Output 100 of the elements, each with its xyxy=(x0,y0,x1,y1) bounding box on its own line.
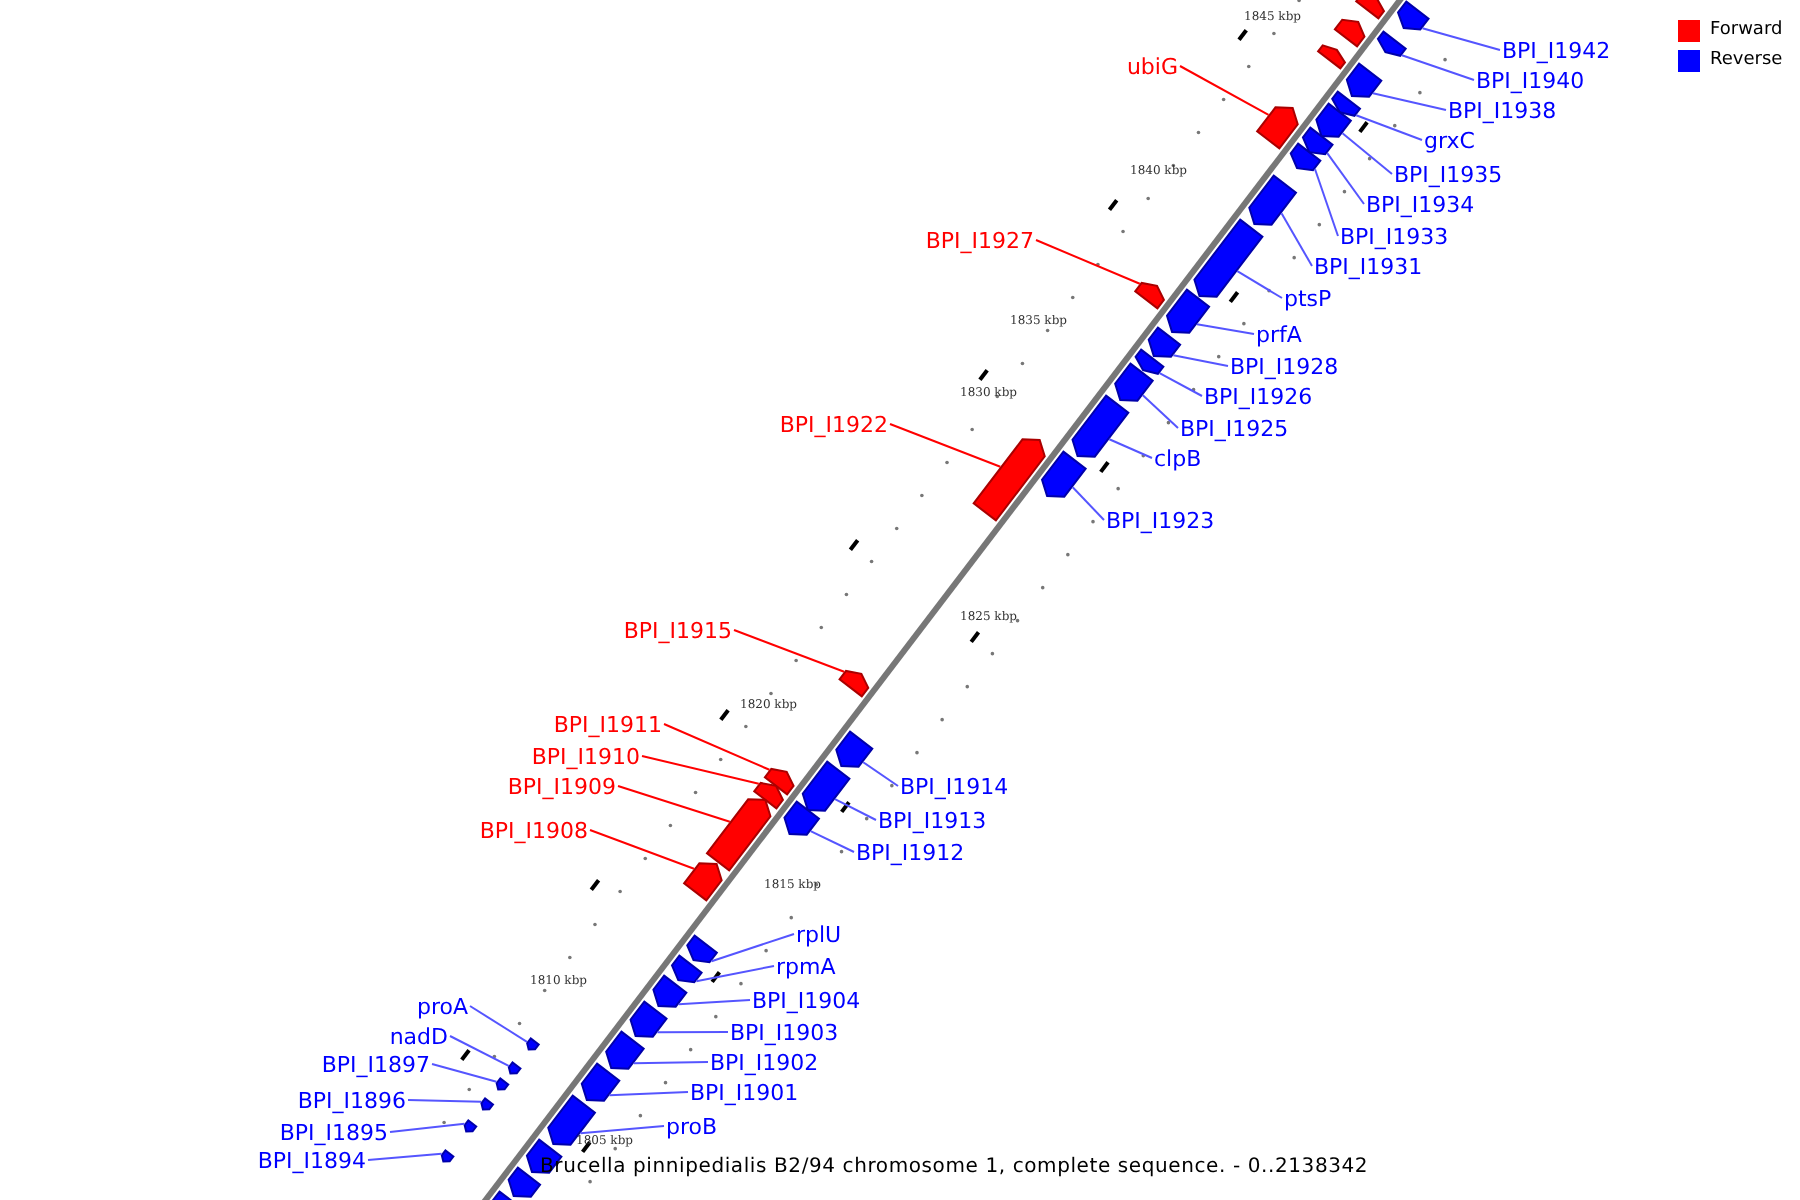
gene-feature xyxy=(670,954,703,984)
leader-line xyxy=(1326,152,1365,205)
gene-label: BPI_I1910 xyxy=(531,743,640,769)
gene-feature xyxy=(1255,106,1299,150)
gene-label: proA xyxy=(416,993,468,1019)
gene-feature xyxy=(1133,281,1166,310)
gene-label: BPI_I1935 xyxy=(1394,161,1503,187)
leader-line xyxy=(1236,270,1283,299)
leader-line xyxy=(367,1152,443,1161)
gene-label: BPI_I1911 xyxy=(553,711,662,737)
gene-label: ptsP xyxy=(1284,285,1332,311)
gene-feature xyxy=(763,767,795,796)
gene-label: BPI_I1895 xyxy=(279,1119,388,1145)
leader-line xyxy=(656,1031,729,1034)
gene-feature xyxy=(783,800,821,836)
gene-label: BPI_I1933 xyxy=(1340,223,1449,249)
gene-label: BPI_I1904 xyxy=(752,987,861,1013)
leader-line xyxy=(695,965,775,983)
gene-feature xyxy=(1165,288,1211,334)
leader-line xyxy=(1371,92,1447,111)
gene-label: nadD xyxy=(389,1023,448,1049)
leader-line xyxy=(608,1091,689,1097)
leader-line xyxy=(632,1061,709,1065)
gene-label: BPI_I1940 xyxy=(1476,67,1585,93)
gene-label: BPI_I1913 xyxy=(878,807,987,833)
leader-line xyxy=(834,798,877,821)
gene-label: BPI_I1923 xyxy=(1106,507,1215,533)
gene-label: BPI_I1927 xyxy=(925,227,1034,253)
gene-feature xyxy=(629,1000,668,1038)
gene-label: BPI_I1897 xyxy=(321,1051,430,1077)
gene-feature xyxy=(1301,126,1334,156)
gene-label: rpmA xyxy=(776,953,836,979)
gene-feature xyxy=(1147,326,1182,358)
gene-feature xyxy=(1376,30,1408,57)
gene-label: grxC xyxy=(1424,127,1475,153)
gene-label: BPI_I1931 xyxy=(1314,253,1423,279)
leader-line xyxy=(617,785,731,823)
gene-label: BPI_I1902 xyxy=(710,1049,819,1075)
gene-feature xyxy=(801,760,851,812)
leader-line xyxy=(589,829,695,870)
leader-line xyxy=(889,423,1002,468)
gene-feature xyxy=(1289,142,1322,172)
gene-feature xyxy=(835,730,874,768)
gene-feature xyxy=(526,1037,541,1051)
gene-feature xyxy=(1331,90,1362,117)
gene-feature xyxy=(1333,18,1366,48)
gene-feature xyxy=(1316,44,1347,70)
gene-label: BPI_I1912 xyxy=(856,839,965,865)
leader-line xyxy=(1195,323,1255,335)
leader-line xyxy=(469,1005,528,1043)
leader-line xyxy=(1421,27,1501,51)
gene-feature xyxy=(705,798,772,872)
leader-line xyxy=(389,1122,466,1133)
leader-line xyxy=(1355,114,1423,141)
leader-line xyxy=(579,1125,665,1135)
leader-line xyxy=(1071,486,1105,521)
gene-label: clpB xyxy=(1154,445,1202,471)
gene-label: BPI_I1908 xyxy=(479,817,588,843)
gene-feature xyxy=(1396,0,1430,31)
leader-line xyxy=(1172,354,1229,367)
gene-feature xyxy=(1345,62,1383,98)
leader-line xyxy=(862,761,899,787)
gene-feature xyxy=(1248,174,1298,226)
gene-feature xyxy=(752,781,785,810)
gene-feature xyxy=(1114,362,1155,402)
leader-line xyxy=(1035,239,1141,285)
gene-feature xyxy=(480,1097,495,1111)
leader-line xyxy=(431,1063,498,1083)
leader-line xyxy=(733,629,846,673)
leader-line xyxy=(1141,394,1179,429)
gene-feature xyxy=(1354,0,1386,20)
gene-label: BPI_I1915 xyxy=(623,617,732,643)
gene-feature xyxy=(1040,450,1088,498)
gene-feature xyxy=(652,974,688,1008)
leader-line xyxy=(1158,372,1203,397)
leader-line xyxy=(677,999,751,1006)
gene-label: BPI_I1942 xyxy=(1502,37,1611,63)
leader-line xyxy=(1400,54,1475,81)
gene-feature xyxy=(682,862,723,902)
gene-feature xyxy=(972,438,1046,522)
gene-label: BPI_I1903 xyxy=(730,1019,839,1045)
gene-feature xyxy=(580,1062,621,1102)
leader-line xyxy=(1341,132,1393,175)
leader-line xyxy=(1108,438,1153,459)
leader-line xyxy=(407,1099,483,1103)
gene-label: BPI_I1901 xyxy=(690,1079,799,1105)
gene-feature xyxy=(686,934,719,964)
leader-line xyxy=(809,830,855,853)
gene-feature xyxy=(1071,394,1130,458)
leader-line xyxy=(1179,65,1270,116)
gene-label: prfA xyxy=(1256,321,1302,347)
leader-line xyxy=(449,1035,510,1067)
gene-label: BPI_I1896 xyxy=(297,1087,406,1113)
gene-label: BPI_I1909 xyxy=(507,773,616,799)
leader-line xyxy=(1314,168,1339,237)
gene-feature xyxy=(1134,348,1165,375)
gene-label: BPI_I1925 xyxy=(1180,415,1289,441)
gene-feature xyxy=(440,1149,455,1163)
gene-feature xyxy=(605,1030,646,1070)
gene-label: BPI_I1914 xyxy=(900,773,1009,799)
